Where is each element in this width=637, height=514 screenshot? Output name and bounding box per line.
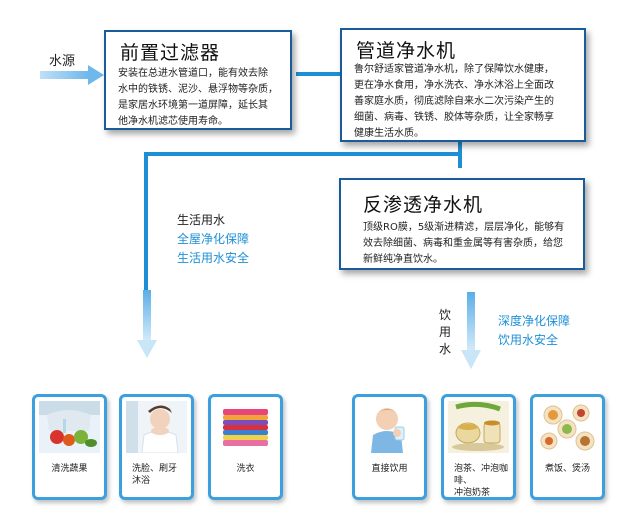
ro-purifier-description: 顶级RO膜，5级渐进精滤，层层净化，能够有 效去除细菌、病毒和重金属等有害杂质，… (363, 222, 565, 265)
tea-photo-icon (448, 401, 509, 453)
laundry-photo-icon (215, 401, 276, 453)
drinking-slogan-2: 饮用水安全 (498, 333, 559, 347)
domestic-arrow (137, 290, 157, 358)
source-label: 水源 (49, 54, 76, 69)
pipeline-purifier-box: 管道净水机 鲁尔舒适家管道净水机，除了保障饮水健康， 更在净水食用，净水洗衣、净… (340, 28, 586, 142)
pipeline-purifier-description: 鲁尔舒适家管道净水机，除了保障饮水健康， 更在净水食用，净水洗衣、净水沐浴上全面… (354, 64, 554, 139)
pipe-prefilter-to-pipeline (296, 72, 340, 76)
use-label: 清洗蔬果 (51, 464, 88, 474)
use-card-tea-coffee: 泡茶、冲泡咖啡、 冲泡奶茶 (441, 394, 516, 500)
domestic-slogan-2: 生活用水安全 (177, 251, 250, 265)
ro-purifier-box: 反渗透净水机 顶级RO膜，5级渐进精滤，层层净化，能够有 效去除细菌、病毒和重金… (339, 178, 585, 270)
source-arrow (40, 65, 104, 85)
domestic-water-labels: 生活用水 全屋净化保障 生活用水安全 (177, 211, 249, 268)
use-label: 直接饮用 (371, 464, 408, 474)
drinking-slogan-1: 深度净化保障 (498, 314, 571, 328)
prefilter-title: 前置过滤器 (120, 42, 221, 64)
drinking-water-label: 饮 用 水 (439, 308, 452, 356)
pipeline-purifier-title: 管道净水机 (356, 40, 457, 62)
domestic-water-label: 生活用水 (177, 213, 226, 227)
use-card-laundry: 洗衣 (208, 394, 283, 500)
face-wash-photo-icon (126, 401, 187, 453)
drinking-arrow (461, 292, 481, 369)
use-card-wash-produce: 清洗蔬果 (32, 394, 107, 500)
child-drinking-photo-icon (359, 401, 420, 453)
pipe-left-down (144, 152, 148, 292)
drinking-slogans: 深度净化保障 饮用水安全 (498, 312, 570, 350)
produce-photo-icon (39, 401, 100, 453)
use-label: 洗衣 (236, 464, 255, 474)
use-label: 煮饭、煲汤 (544, 464, 590, 474)
prefilter-description: 安装在总进水管道口，能有效去除 水中的铁锈、泥沙、悬浮物等杂质， 是家居水环境第… (118, 68, 278, 127)
prefilter-box: 前置过滤器 安装在总进水管道口，能有效去除 水中的铁锈、泥沙、悬浮物等杂质， 是… (104, 30, 292, 130)
use-card-face-wash: 洗脸、刷牙 沐浴 (119, 394, 194, 500)
domestic-slogan-1: 全屋净化保障 (177, 232, 250, 246)
ro-purifier-title: 反渗透净水机 (363, 194, 484, 216)
use-label: 洗脸、刷牙 沐浴 (132, 464, 178, 486)
pipe-horizontal-main (144, 152, 462, 156)
use-card-cooking: 煮饭、煲汤 (530, 394, 605, 500)
use-label: 泡茶、冲泡咖啡、 冲泡奶茶 (454, 464, 509, 498)
use-card-direct-drink: 直接饮用 (352, 394, 427, 500)
dishes-photo-icon (537, 401, 598, 453)
